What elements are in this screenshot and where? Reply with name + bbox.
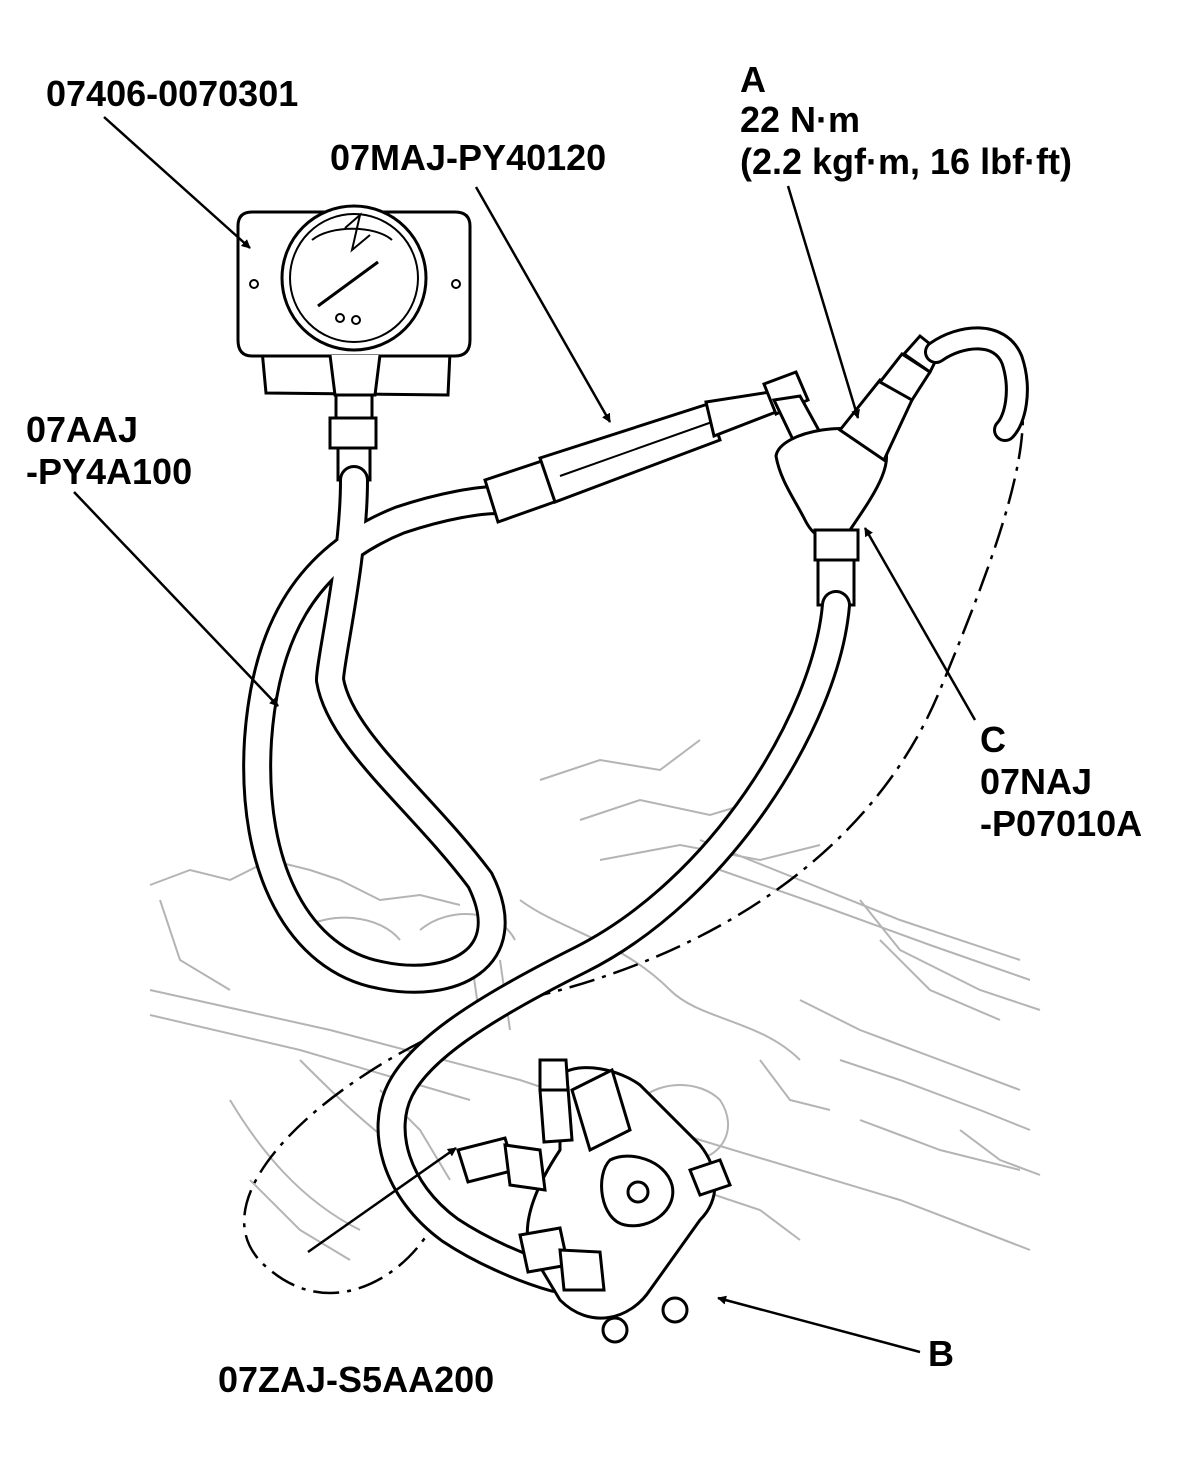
pressure-gauge [236, 204, 472, 397]
label-hose-adapter-part-number: 07MAJ-PY40120 [330, 137, 607, 178]
power-steering-pump [456, 1058, 732, 1344]
callout-a-torque: 22 N·m [740, 99, 861, 140]
leader-callout-c [863, 527, 977, 721]
leader-hose-adapter [474, 186, 612, 423]
callout-b-letter: B [928, 1333, 954, 1374]
t-joint-fitting [771, 333, 942, 607]
callout-c-line2: -P07010A [980, 803, 1143, 844]
leader-long-hose [73, 491, 279, 707]
label-gauge-part-number: 07406-0070301 [46, 73, 299, 114]
hose-adapter [483, 370, 810, 524]
engine-bay-background [149, 739, 1041, 1261]
callout-a-torque-alt: (2.2 kgf·m, 16 lbf·ft) [740, 141, 1073, 182]
callout-c-letter: C [980, 719, 1006, 760]
callout-a-letter: A [740, 59, 766, 100]
alternate-hose-route-outline [243, 338, 1024, 1295]
leader-callout-b [717, 1295, 921, 1354]
label-long-hose-line2: -PY4A100 [26, 451, 193, 492]
leader-lines [73, 116, 977, 1354]
leader-gauge [103, 116, 251, 249]
callout-c-line1: 07NAJ [980, 761, 1093, 802]
label-pump-adapter-part-number: 07ZAJ-S5AA200 [218, 1359, 495, 1400]
label-long-hose-line1: 07AAJ [26, 409, 139, 450]
leader-pump-adapter [307, 1146, 457, 1254]
leader-callout-a [786, 185, 860, 419]
